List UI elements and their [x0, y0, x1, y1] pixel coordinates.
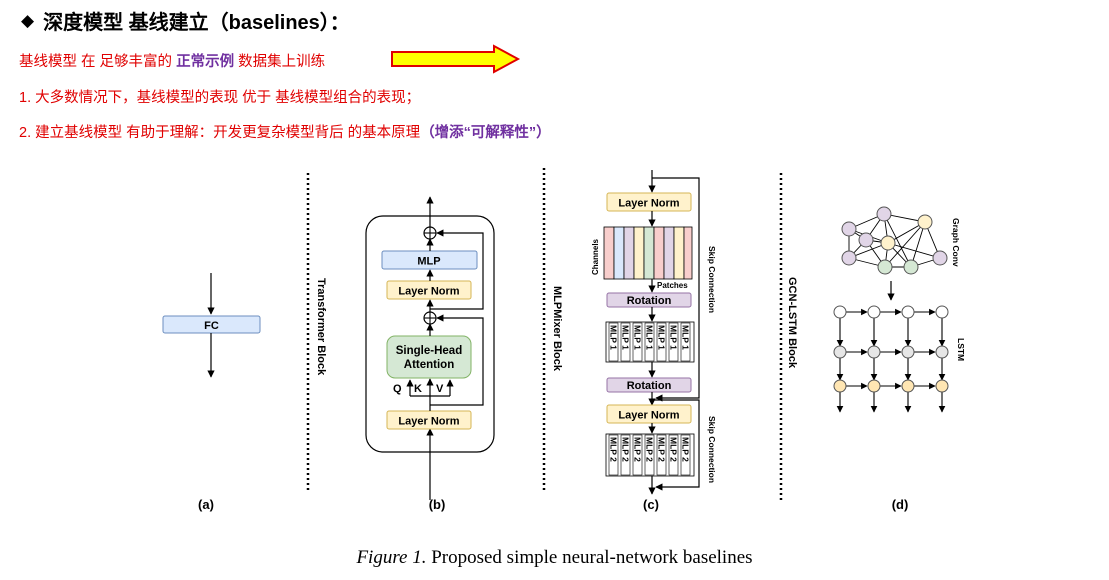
- mlp2-cell: MLP 2: [669, 434, 679, 476]
- line3-pre: 2. 建立基线模型 有助于理解：开发更复杂模型背后 的基本原理: [19, 125, 421, 141]
- svg-text:MLP 2: MLP 2: [633, 437, 643, 462]
- graph-nodes: [841, 206, 948, 275]
- transformer-block-title: Transformer Block: [315, 278, 327, 376]
- figure-caption: Figure 1. Proposed simple neural-network…: [0, 547, 1109, 569]
- panel-a-label: (a): [198, 497, 214, 512]
- bullet-line-1: 基线模型 在 足够丰富的 正常示例 数据集上训练: [19, 50, 325, 71]
- mlpmixer-block-title: MLPMixer Block: [551, 286, 563, 372]
- mlp2-cell: MLP 2: [681, 434, 691, 476]
- diamond-bullet-icon: ◆: [21, 10, 35, 30]
- mlp2-cell: MLP 2: [609, 434, 619, 476]
- svg-text:MLP 1: MLP 1: [633, 325, 643, 350]
- svg-text:MLP 1: MLP 1: [621, 325, 631, 350]
- k-label: K: [414, 383, 422, 395]
- mlp2-cell: MLP 2: [645, 434, 655, 476]
- rotation-label-2: Rotation: [627, 380, 672, 392]
- panel-b-label: (b): [429, 497, 446, 512]
- svg-text:MLP 1: MLP 1: [645, 325, 655, 350]
- graph-conv-label: Graph Conv: [951, 218, 961, 267]
- rotation-box-2: [606, 377, 692, 393]
- lstm-label: LSTM: [956, 338, 966, 361]
- mlp1-cell: MLP 1: [681, 322, 691, 362]
- channels-label: Channels: [591, 238, 600, 275]
- b-layer-norm-top-label: Layer Norm: [398, 286, 459, 298]
- b-layer-norm-top: [386, 280, 472, 300]
- mlp1-cell: MLP 1: [645, 322, 655, 362]
- svg-text:MLP 2: MLP 2: [657, 437, 667, 462]
- panel-b: Layer Norm Q K V Single-Head Attention L…: [365, 196, 495, 512]
- svg-text:MLP 2: MLP 2: [609, 437, 619, 462]
- panel-c-label: (c): [643, 497, 659, 512]
- fc-label: FC: [204, 320, 219, 332]
- gcn-lstm-block-title: GCN-LSTM Block: [786, 277, 798, 369]
- patches-label: Patches: [657, 281, 688, 290]
- rotation-label-1: Rotation: [627, 295, 672, 307]
- panel-c: Layer Norm Channels Patches Rotation MLP…: [591, 170, 717, 512]
- mlp1-cell: MLP 1: [609, 322, 619, 362]
- mlp1-cell: MLP 1: [621, 322, 631, 362]
- skip-connection-2: Skip Connection: [707, 416, 717, 483]
- panel-d-label: (d): [892, 497, 909, 512]
- mlp-label: MLP: [417, 256, 440, 268]
- svg-text:MLP 2: MLP 2: [669, 437, 679, 462]
- svg-text:MLP 1: MLP 1: [669, 325, 679, 350]
- bullet-line-2: 1. 大多数情况下，基线模型的表现 优于 基线模型组合的表现；: [19, 90, 421, 106]
- attention-label-1: Single-Head: [396, 345, 462, 357]
- baselines-figure: FC (a) Transformer Block Layer Norm Q K …: [162, 168, 966, 512]
- c-layer-norm-bottom: [606, 404, 692, 424]
- c-layer-norm-bottom-label: Layer Norm: [618, 410, 679, 422]
- mlp2-cell: MLP 2: [621, 434, 631, 476]
- right-arrow-icon: [390, 44, 522, 79]
- attention-label-2: Attention: [404, 359, 454, 371]
- v-label: V: [436, 383, 444, 395]
- slide-heading: ◆ 深度模型 基线建立（baselines）：: [21, 6, 350, 35]
- lstm-grid: [833, 305, 949, 413]
- mlp1-cell: MLP 1: [633, 322, 643, 362]
- svg-text:MLP 2: MLP 2: [681, 437, 691, 462]
- attention-box: [386, 335, 472, 379]
- heading-text: 深度模型 基线建立（baselines）：: [43, 12, 350, 34]
- c-layer-norm-top-label: Layer Norm: [618, 198, 679, 210]
- panel-a: FC (a): [162, 273, 261, 512]
- b-layer-norm-bottom: [386, 410, 472, 430]
- line1-post: 数据集上训练: [234, 54, 326, 70]
- svg-text:MLP 1: MLP 1: [657, 325, 667, 350]
- caption-text: Proposed simple neural-network baselines: [426, 547, 753, 568]
- mlp2-cell: MLP 2: [633, 434, 643, 476]
- panel-d: Graph Conv: [833, 206, 966, 512]
- bullet-line-3: 2. 建立基线模型 有助于理解：开发更复杂模型背后 的基本原理（增添“可解释性”…: [19, 121, 551, 142]
- c-layer-norm-top: [606, 192, 692, 212]
- line3-emphasis: （增添“可解释性”）: [420, 125, 551, 141]
- svg-text:MLP 2: MLP 2: [621, 437, 631, 462]
- svg-text:MLP 2: MLP 2: [645, 437, 655, 462]
- mlp1-stack: MLP 1 MLP 1 MLP 1 MLP 1 MLP 1 MLP 1 MLP …: [605, 321, 695, 363]
- mlp1-cell: MLP 1: [657, 322, 667, 362]
- patch-grid: [603, 226, 693, 280]
- mlp1-cell: MLP 1: [669, 322, 679, 362]
- caption-figure-number: Figure 1.: [356, 547, 427, 568]
- rotation-box-1: [606, 292, 692, 308]
- q-label: Q: [393, 383, 402, 395]
- line1-pre: 基线模型 在 足够丰富的: [19, 54, 177, 70]
- b-layer-norm-bottom-label: Layer Norm: [398, 416, 459, 428]
- mlp2-cell: MLP 2: [657, 434, 667, 476]
- svg-text:MLP 1: MLP 1: [609, 325, 619, 350]
- svg-text:MLP 1: MLP 1: [681, 325, 691, 350]
- mlp2-stack: MLP 2 MLP 2 MLP 2 MLP 2 MLP 2 MLP 2 MLP …: [605, 433, 695, 477]
- line1-emphasis: 正常示例: [176, 54, 235, 70]
- skip-connection-1: Skip Connection: [707, 246, 717, 313]
